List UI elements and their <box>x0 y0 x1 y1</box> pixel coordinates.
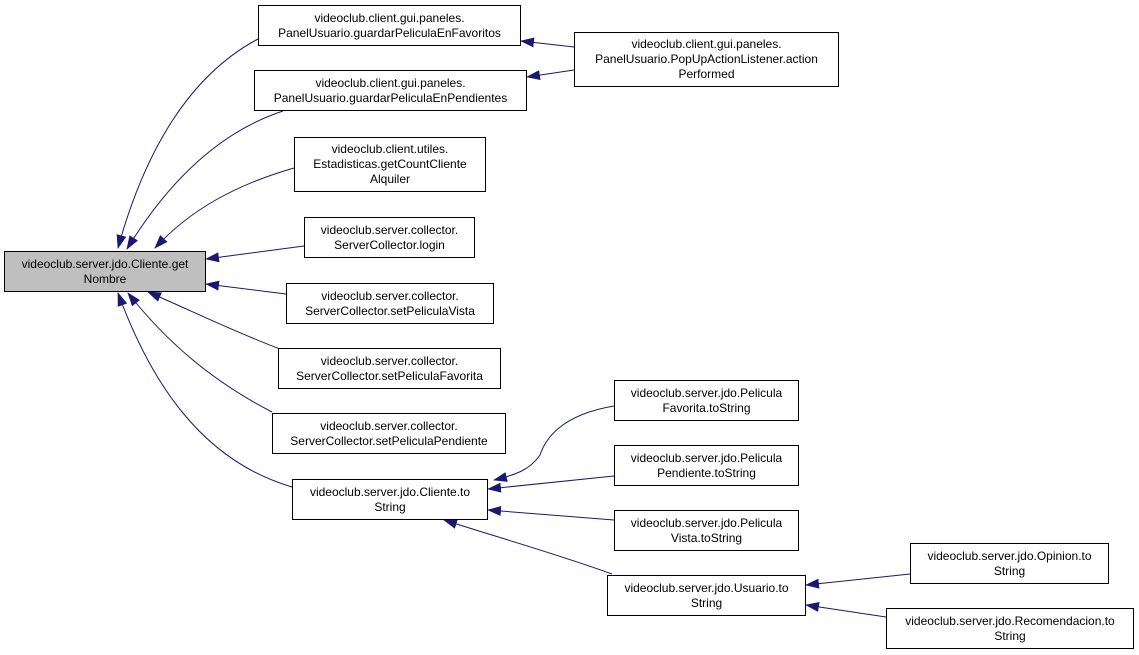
node-line: videoclub.server.collector. <box>320 222 459 237</box>
node-peliculavista-tostring[interactable]: videoclub.server.jdo.Pelicula Vista.toSt… <box>614 510 799 551</box>
edge-set-vista-to-root <box>205 280 287 295</box>
node-line: String <box>994 628 1026 643</box>
edge-vista-tostring-to-cliente-tostring <box>487 506 615 521</box>
edge-usuario-tostring-to-cliente-tostring <box>443 519 613 575</box>
edge-popup-listener-to-guardar-favoritos <box>520 37 575 48</box>
edge-favorita-tostring-to-cliente-tostring <box>493 405 615 482</box>
node-line: Pendiente.toString <box>657 465 756 480</box>
node-line: videoclub.server.collector. <box>321 288 459 303</box>
node-line: Nombre <box>83 271 127 286</box>
node-line: Vista.toString <box>670 530 743 545</box>
edge-pendiente-tostring-to-cliente-tostring <box>487 475 615 493</box>
node-line: PanelUsuario.guardarPeliculaEnFavoritos <box>278 25 501 40</box>
node-line: videoclub.server.jdo.Recomendacion.to <box>905 613 1115 628</box>
node-line: ServerCollector.login <box>334 237 445 252</box>
edge-guardar-favoritos-to-root <box>116 38 259 249</box>
edge-set-favorita-to-root <box>147 291 281 350</box>
node-line: videoclub.server.collector. <box>320 353 459 368</box>
node-line: PanelUsuario.PopUpActionListener.action <box>595 52 818 66</box>
node-line: videoclub.server.jdo.Pelicula <box>630 450 783 465</box>
node-servercollector-login[interactable]: videoclub.server.collector. ServerCollec… <box>304 217 475 258</box>
node-line: ServerCollector.setPeliculaPendiente <box>290 433 488 448</box>
node-line: videoclub.server.jdo.Cliente.get <box>21 256 189 271</box>
edge-popup-listener-to-guardar-pendientes <box>526 69 575 81</box>
node-servercollector-setpeliculafavorita[interactable]: videoclub.server.collector. ServerCollec… <box>278 348 501 389</box>
node-cliente-tostring[interactable]: videoclub.server.jdo.Cliente.to String <box>292 479 488 520</box>
node-line: String <box>993 563 1026 578</box>
node-servercollector-setpeliculapendiente[interactable]: videoclub.server.collector. ServerCollec… <box>272 413 506 454</box>
edge-recomendacion-tostring-to-usuario-tostring <box>805 601 887 618</box>
node-cliente-getnombre[interactable]: videoclub.server.jdo.Cliente.get Nombre <box>4 251 206 292</box>
node-peliculafavorita-tostring[interactable]: videoclub.server.jdo.Pelicula Favorita.t… <box>614 380 799 421</box>
node-estadisticas-getcountclientealquiler[interactable]: videoclub.client.utiles. Estadisticas.ge… <box>294 137 486 192</box>
node-recomendacion-tostring[interactable]: videoclub.server.jdo.Recomendacion.to St… <box>886 608 1134 649</box>
node-line: PanelUsuario.guardarPeliculaEnPendientes <box>273 90 508 105</box>
node-line: ServerCollector.setPeliculaVista <box>305 303 475 318</box>
edge-cliente-tostring-to-root <box>117 292 293 488</box>
edge-guardar-pendientes-to-root <box>126 110 284 250</box>
node-line: videoclub.server.collector. <box>320 418 458 433</box>
node-line: videoclub.client.gui.paneles. <box>631 37 782 51</box>
node-opinion-tostring[interactable]: videoclub.server.jdo.Opinion.to String <box>910 543 1109 584</box>
node-usuario-tostring[interactable]: videoclub.server.jdo.Usuario.to String <box>607 575 806 616</box>
node-line: videoclub.server.jdo.Cliente.to <box>309 484 471 499</box>
node-line: videoclub.client.gui.paneles. <box>314 10 465 25</box>
node-line: Estadisticas.getCountCliente <box>313 157 467 171</box>
node-servercollector-setpeliculavista[interactable]: videoclub.server.collector. ServerCollec… <box>286 283 494 324</box>
edge-login-to-root <box>205 245 305 263</box>
node-line: videoclub.client.gui.paneles. <box>315 75 466 90</box>
node-line: videoclub.server.jdo.Usuario.to <box>624 580 789 595</box>
node-line: String <box>690 595 723 610</box>
node-line: videoclub.server.jdo.Pelicula <box>630 515 783 530</box>
node-guardar-favoritos[interactable]: videoclub.client.gui.paneles. PanelUsuar… <box>258 5 521 46</box>
node-line: videoclub.server.jdo.Opinion.to <box>927 548 1092 563</box>
node-line: Alquiler <box>369 172 411 186</box>
edge-set-pendiente-to-root <box>127 292 273 413</box>
edge-estadisticas-to-root <box>154 167 295 249</box>
node-guardar-pendientes[interactable]: videoclub.client.gui.paneles. PanelUsuar… <box>254 70 527 111</box>
edge-opinion-tostring-to-usuario-tostring <box>805 573 911 589</box>
node-line: videoclub.client.utiles. <box>331 142 449 156</box>
node-peliculapendiente-tostring[interactable]: videoclub.server.jdo.Pelicula Pendiente.… <box>614 445 799 486</box>
node-line: Performed <box>678 67 735 81</box>
node-line: Favorita.toString <box>662 400 751 415</box>
node-line: String <box>374 499 406 514</box>
node-line: videoclub.server.jdo.Pelicula <box>630 385 783 400</box>
node-popup-action-listener[interactable]: videoclub.client.gui.paneles. PanelUsuar… <box>574 32 839 87</box>
node-line: ServerCollector.setPeliculaFavorita <box>296 368 483 383</box>
